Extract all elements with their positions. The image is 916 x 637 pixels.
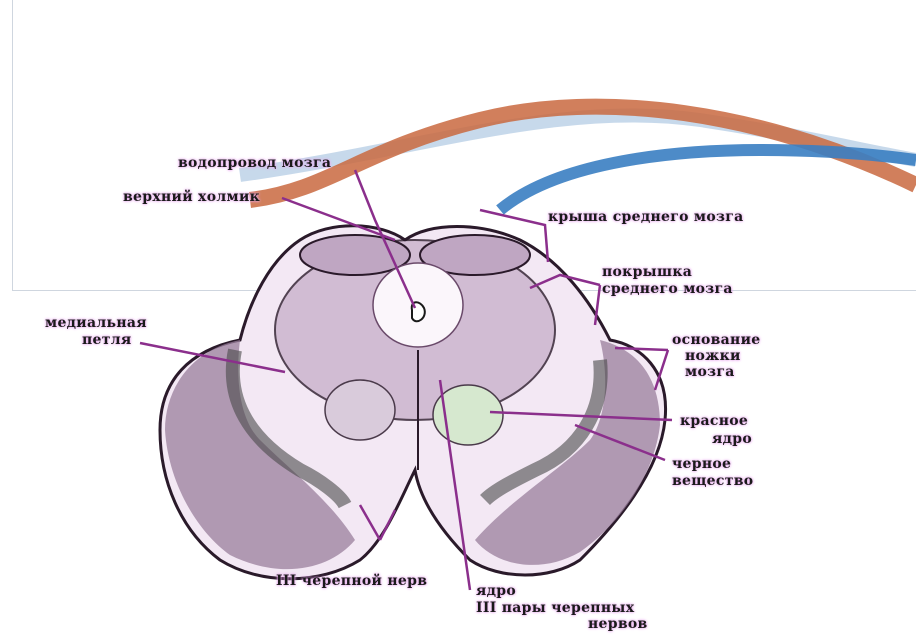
red-nucleus-right [433, 385, 503, 445]
label-superior-colliculus: верхний холмик [123, 190, 260, 205]
label-nucleus-3: нервов [588, 617, 648, 632]
label-nucleus-2: III пары черепных [476, 601, 634, 616]
label-tegmentum-2: среднего мозга [602, 282, 733, 297]
label-basis-3: мозга [685, 365, 735, 380]
label-medial-lemniscus-1: медиальная [45, 316, 147, 331]
label-medial-lemniscus-2: петля [82, 333, 132, 348]
red-nucleus-left [325, 380, 395, 440]
label-red-nucleus-2: ядро [712, 432, 752, 447]
label-basis-2: ножки [685, 349, 741, 364]
wave-blue [500, 150, 916, 210]
label-red-nucleus-1: красное [680, 414, 748, 429]
label-substantia-nigra-1: черное [672, 457, 731, 472]
label-cn3: III черепной нерв [276, 574, 427, 589]
label-substantia-nigra-2: вещество [672, 474, 753, 489]
label-tectum: крыша среднего мозга [548, 210, 744, 225]
label-nucleus-1: ядро [476, 584, 516, 599]
label-basis-1: основание [672, 333, 760, 348]
label-tegmentum-1: покрышка [602, 265, 692, 280]
label-aqueduct: водопровод мозга [178, 156, 331, 171]
